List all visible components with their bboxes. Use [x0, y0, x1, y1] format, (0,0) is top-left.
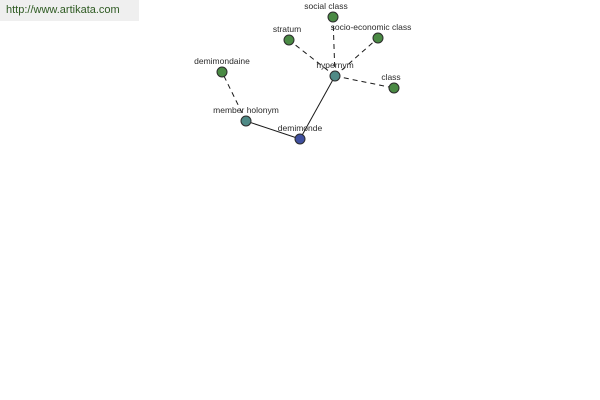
label-member-holonym: member holonym — [213, 105, 279, 115]
label-stratum: stratum — [273, 24, 301, 34]
nodes — [216, 11, 400, 145]
label-socio-economic-class: socio-economic class — [331, 22, 412, 32]
edge-hypernym-socio-economic-class — [334, 37, 379, 77]
label-class: class — [381, 72, 400, 82]
edge-hypernym-class — [334, 75, 395, 89]
edge-member-holonym-demimondaine — [221, 71, 247, 122]
edge-hypernym-stratum — [288, 39, 336, 77]
node-stratum[interactable] — [283, 34, 295, 46]
node-demimondaine[interactable] — [216, 66, 228, 78]
label-demimonde: demimonde — [278, 123, 323, 133]
node-class[interactable] — [388, 82, 400, 94]
label-hypernym: hypernym — [316, 60, 353, 70]
node-member-holonym[interactable] — [240, 115, 252, 127]
source-link[interactable]: http://www.artikata.com — [0, 0, 139, 21]
edge-demimonde-hypernym — [299, 75, 336, 140]
edge-demimonde-member-holonym — [245, 120, 301, 140]
edges — [221, 16, 395, 140]
node-social-class[interactable] — [327, 11, 339, 23]
node-hypernym[interactable] — [329, 70, 341, 82]
node-socio-economic-class[interactable] — [372, 32, 384, 44]
edge-hypernym-social-class — [332, 16, 336, 77]
label-social-class: social class — [304, 1, 347, 11]
node-demimonde[interactable] — [294, 133, 306, 145]
label-demimondaine: demimondaine — [194, 56, 250, 66]
labels: demimonde hypernym member holonym social… — [194, 1, 411, 133]
